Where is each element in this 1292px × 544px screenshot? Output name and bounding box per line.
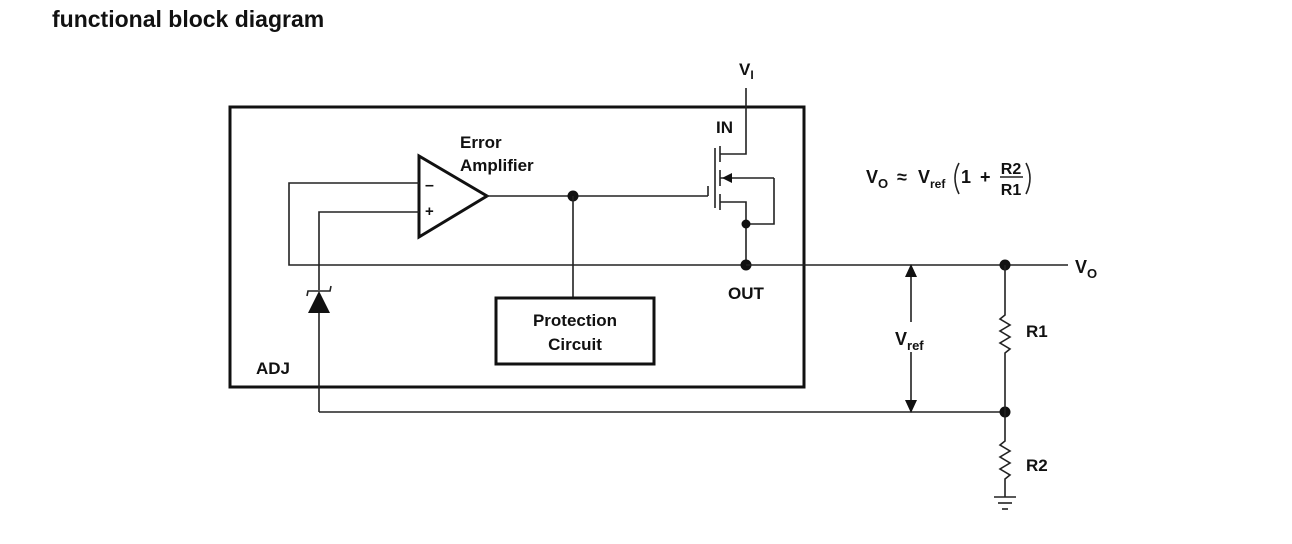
r2-resistor-icon <box>998 412 1012 497</box>
svg-text:+: + <box>980 167 991 187</box>
protection-label-line1: Protection <box>533 311 617 330</box>
pass-transistor-icon <box>714 88 775 265</box>
r1-label: R1 <box>1026 322 1048 341</box>
protection-circuit-block <box>494 296 656 366</box>
reference-diode-icon <box>308 291 330 313</box>
r2-label: R2 <box>1026 456 1048 475</box>
protection-label-line2: Circuit <box>548 335 602 354</box>
noninverting-input-label: + <box>425 203 434 220</box>
output-voltage-formula: VO ≈ Vref 1 + R2 R1 <box>866 161 1031 199</box>
svg-text:R2: R2 <box>1001 161 1022 178</box>
svg-text:VO: VO <box>866 167 888 191</box>
feedback-wire <box>288 182 746 266</box>
error-amplifier-label-line1: Error <box>460 133 502 152</box>
error-amplifier-symbol <box>417 153 490 240</box>
svg-text:≈: ≈ <box>897 167 907 187</box>
inverting-input-label: – <box>425 177 434 194</box>
vi-label: VI <box>739 60 754 82</box>
r1-resistor-icon <box>998 265 1012 412</box>
vref-label: Vref <box>895 329 924 353</box>
adj-label: ADJ <box>256 359 290 378</box>
page-title: functional block diagram <box>52 6 325 32</box>
ic-boundary <box>228 105 806 389</box>
vo-label: VO <box>1075 257 1097 281</box>
out-label: OUT <box>728 284 765 303</box>
zener-bar <box>306 285 332 297</box>
svg-text:R1: R1 <box>1001 182 1022 199</box>
svg-text:1: 1 <box>961 167 971 187</box>
error-amplifier-label-line2: Amplifier <box>460 156 534 175</box>
in-label: IN <box>716 118 733 137</box>
ground-icon <box>994 496 1016 510</box>
reference-wire <box>318 211 419 290</box>
svg-text:Vref: Vref <box>918 167 946 191</box>
